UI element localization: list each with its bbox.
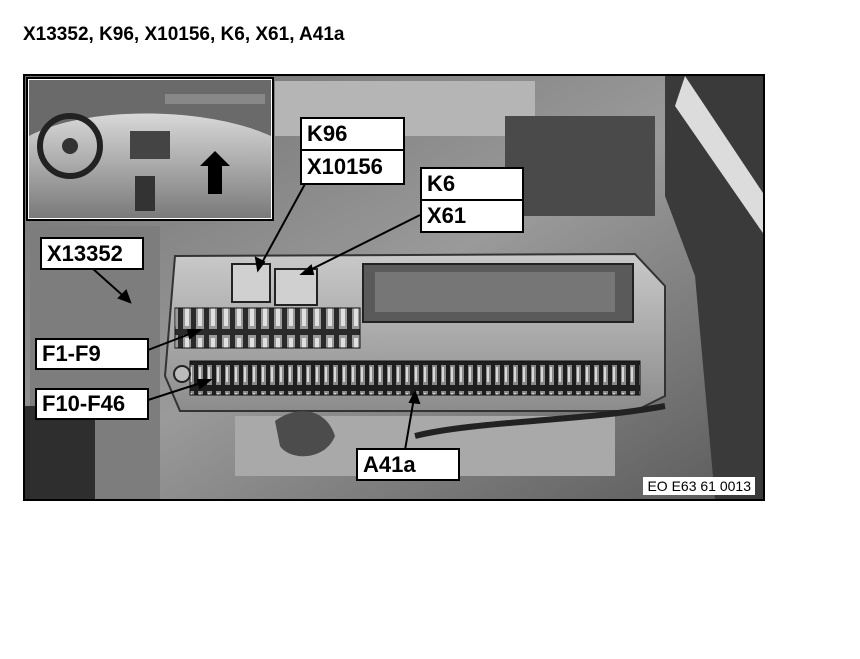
label-f10-f46: F10-F46 [35,388,149,420]
label-k6: K6 [420,167,524,201]
reference-code: EO E63 61 0013 [643,477,755,495]
thumbnail-steering-wheel [37,113,103,179]
fuse-row-f10-f46 [189,360,641,396]
relay-k96 [231,263,271,303]
mounting-screw [173,365,191,383]
label-x13352: X13352 [40,237,144,270]
fuse-row-f1-f9 [174,307,361,349]
cable-bundle [275,411,335,457]
wire-harness [414,403,666,439]
label-f1-f9: F1-F9 [35,338,149,370]
thumbnail-gear-lever [135,176,155,211]
dark-bracket [505,116,655,216]
label-x10156: X10156 [300,149,405,185]
location-arrow-icon [200,151,230,194]
thumbnail-console [130,131,170,159]
label-a41a: A41a [356,448,460,481]
module-cover-inset [375,272,615,312]
label-x61: X61 [420,199,524,233]
relay-k6 [274,268,318,306]
left-dark-corner [25,406,95,499]
diagram-title: X13352, K96, X10156, K6, X61, A41a [23,24,345,45]
thumbnail-steering-hub [62,138,78,154]
right-edge-highlight [675,76,763,234]
label-k96: K96 [300,117,405,151]
thumbnail-windshield [165,94,265,104]
